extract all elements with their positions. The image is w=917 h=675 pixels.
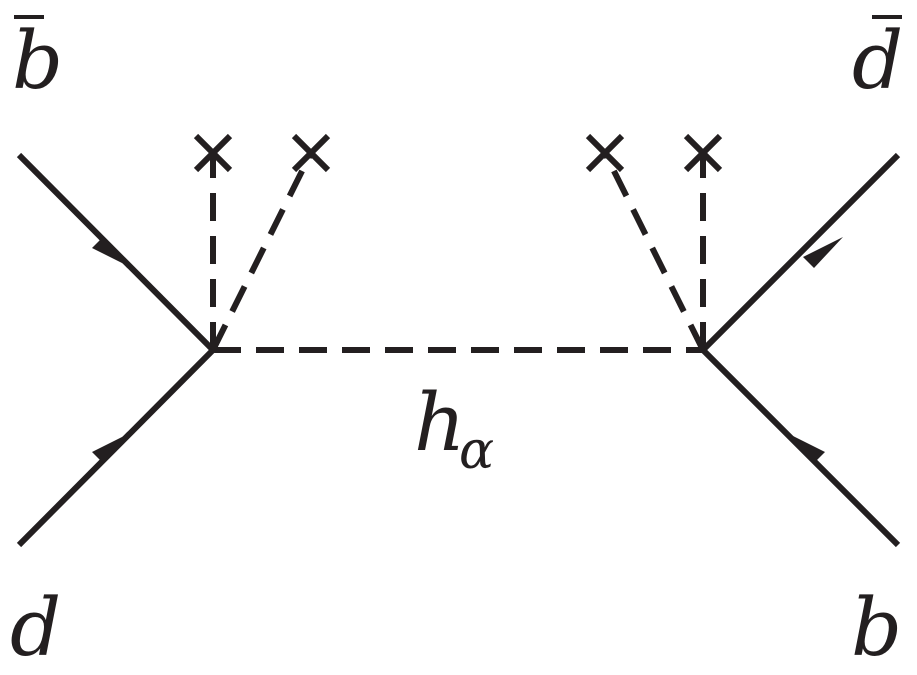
svg-text:b: b [12, 14, 63, 107]
label-bottom-left: d [10, 581, 61, 674]
vev-cross-icon [193, 133, 233, 173]
label-top-left: b [12, 14, 63, 107]
propagator-label: h α [414, 376, 494, 481]
arrow-icon [785, 432, 825, 463]
vev-cross-icon [291, 133, 331, 173]
vev-line-right-slanted [602, 151, 706, 352]
label-top-right: d [852, 14, 903, 107]
vev-line-left-slanted [210, 151, 314, 352]
fermion-line-dbar [700, 152, 901, 353]
vev-cross-icon [683, 133, 723, 173]
arrow-icon [803, 237, 843, 268]
arrow-icon [92, 237, 132, 268]
label-bottom-right: b [851, 581, 902, 674]
svg-text:d: d [852, 14, 903, 107]
arrow-icon [92, 432, 132, 463]
vev-cross-icon [585, 133, 625, 173]
